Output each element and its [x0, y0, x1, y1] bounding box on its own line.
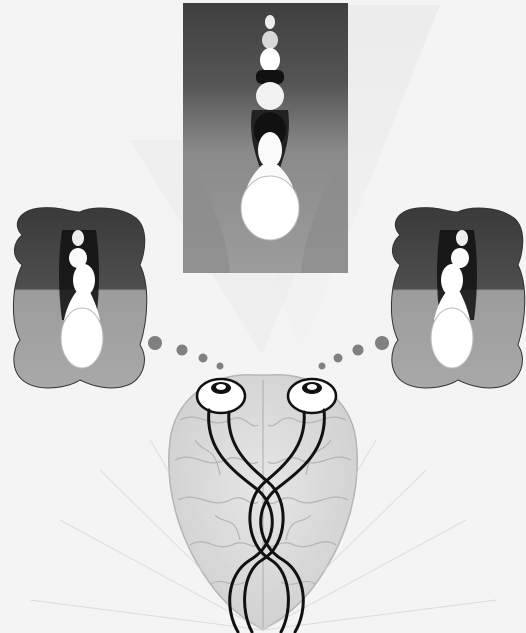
- right-eye-view-panel: [391, 208, 524, 388]
- connector-dots-left: [148, 336, 224, 370]
- connector-dots-right: [319, 336, 390, 370]
- left-eye-view-panel: [13, 208, 146, 388]
- left-eyeball: [197, 379, 245, 413]
- right-eyeball: [288, 379, 336, 413]
- center-view-panel: [183, 3, 348, 273]
- brain: [30, 375, 496, 630]
